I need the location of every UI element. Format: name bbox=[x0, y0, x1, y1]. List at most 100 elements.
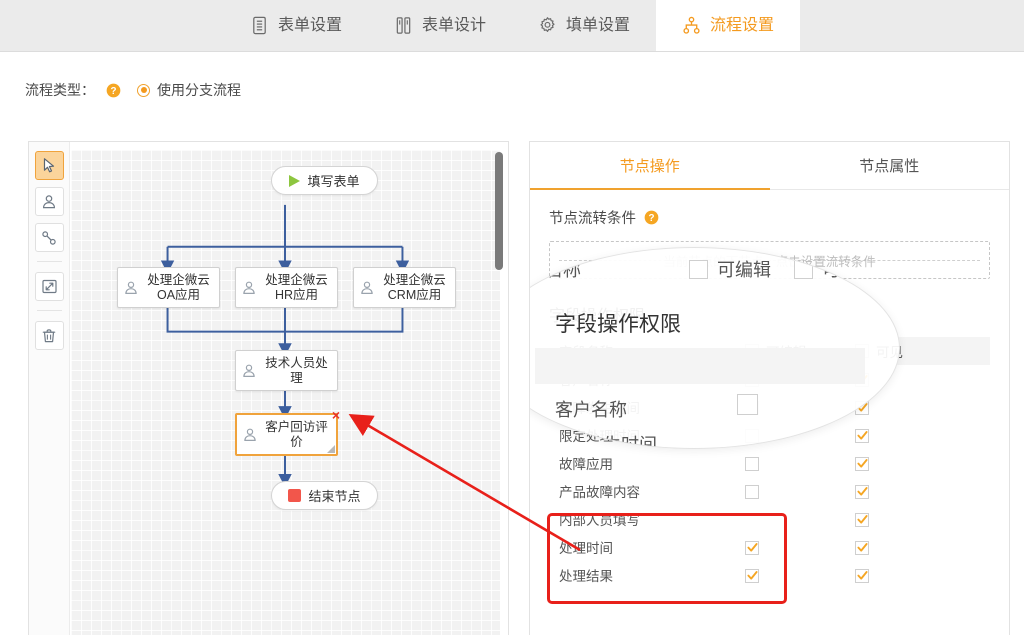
row-editable-checkbox[interactable] bbox=[745, 540, 759, 555]
gear-icon bbox=[540, 17, 555, 32]
row-field-name: 故障发生时间 bbox=[559, 401, 640, 416]
row-editable-cell bbox=[745, 477, 855, 505]
col-editable-label: 可编辑 bbox=[766, 345, 807, 360]
row-visible-checkbox[interactable] bbox=[855, 456, 869, 471]
row-field-name: 客户名称 bbox=[559, 373, 613, 388]
person-icon bbox=[243, 281, 255, 294]
flow-grid[interactable]: 填写表单 处理企微云OA应用 处理企微云HR应用 处理企微云CRM应用 bbox=[71, 150, 500, 635]
row-editable-cell bbox=[745, 561, 855, 589]
row-visible-checkbox[interactable] bbox=[855, 484, 869, 499]
permissions-title: 字段操作权限 bbox=[549, 308, 646, 325]
table-row: 处理时间 bbox=[549, 533, 990, 561]
flow-type-row: 流程类型： ? 使用分支流程 bbox=[25, 80, 241, 100]
tab-label: 节点操作 bbox=[619, 157, 680, 175]
cursor-icon bbox=[43, 158, 54, 173]
flow-node-oa[interactable]: 处理企微云OA应用 bbox=[117, 267, 220, 308]
table-row: 内部人员填写 bbox=[549, 505, 990, 533]
flow-node-hr[interactable]: 处理企微云HR应用 bbox=[235, 267, 338, 308]
tab-label: 节点属性 bbox=[859, 157, 920, 175]
row-visible-cell bbox=[855, 393, 990, 421]
flow-canvas-card: 填写表单 处理企微云OA应用 处理企微云HR应用 处理企微云CRM应用 bbox=[28, 141, 509, 635]
tab-label: 流程设置 bbox=[710, 16, 775, 34]
resize-handle[interactable] bbox=[327, 445, 335, 453]
flow-edges bbox=[160, 204, 410, 488]
row-visible-cell bbox=[855, 421, 990, 449]
row-field-name: 内部人员填写 bbox=[559, 513, 640, 528]
help-icon[interactable]: ? bbox=[644, 210, 659, 225]
person-icon bbox=[125, 281, 137, 294]
svg-text:?: ? bbox=[110, 85, 116, 96]
row-visible-checkbox[interactable] bbox=[855, 568, 869, 583]
flow-node-end[interactable]: 结束节点 bbox=[271, 481, 378, 510]
flow-node-start[interactable]: 填写表单 bbox=[271, 166, 378, 195]
row-field-name: 处理结果 bbox=[559, 569, 613, 584]
flow-type-radio[interactable] bbox=[137, 83, 150, 97]
row-editable-checkbox[interactable] bbox=[745, 428, 759, 443]
row-editable-checkbox[interactable] bbox=[745, 484, 759, 499]
row-editable-cell bbox=[745, 393, 855, 421]
row-visible-checkbox[interactable] bbox=[855, 428, 869, 443]
row-visible-checkbox[interactable] bbox=[855, 540, 869, 555]
row-editable-checkbox[interactable] bbox=[745, 372, 759, 387]
row-editable-cell bbox=[745, 533, 855, 561]
row-editable-checkbox[interactable] bbox=[745, 456, 759, 471]
svg-text:?: ? bbox=[648, 213, 654, 224]
person-icon bbox=[244, 428, 256, 441]
flow-node-crm[interactable]: 处理企微云CRM应用 bbox=[353, 267, 456, 308]
row-editable-cell bbox=[745, 365, 855, 393]
toolbar-divider bbox=[36, 310, 62, 311]
radio-dot bbox=[140, 87, 147, 93]
help-icon[interactable]: ? bbox=[106, 83, 121, 98]
tab-node-attributes[interactable]: 节点属性 bbox=[770, 142, 1010, 190]
trash-icon bbox=[42, 328, 56, 342]
condition-dropzone[interactable]: 当前节点的下节点，点击设置流转条件 bbox=[549, 241, 990, 279]
row-field-name: 产品故障内容 bbox=[559, 485, 640, 500]
fullscreen-tool[interactable] bbox=[34, 272, 64, 301]
flow-node-label: 技术人员处理 bbox=[265, 355, 328, 385]
canvas-vertical-scrollbar[interactable] bbox=[495, 152, 503, 270]
table-head: 字段名称 可编辑 bbox=[549, 337, 990, 365]
header-visible-checkbox[interactable] bbox=[855, 344, 869, 358]
user-node-tool[interactable] bbox=[34, 187, 64, 216]
row-field-name: 限定处理时间 bbox=[559, 429, 640, 444]
flow-settings-icon bbox=[683, 16, 700, 34]
tab-form-settings[interactable]: 表单设置 bbox=[224, 0, 368, 51]
flow-node-label: 客户回访评价 bbox=[265, 419, 328, 449]
col-field-name: 字段名称 bbox=[559, 345, 613, 360]
row-visible-cell bbox=[855, 533, 990, 561]
node-settings-panel: 节点操作 节点属性 节点流转条件 ? 当前节点的下节点，点击设置流转条件 字段操… bbox=[529, 141, 1010, 635]
tab-node-operation[interactable]: 节点操作 bbox=[530, 142, 770, 190]
main-tabbar: 表单设置 表单设计 填单设置 流程设置 bbox=[0, 0, 1024, 52]
form-settings-icon bbox=[253, 16, 266, 35]
select-tool[interactable] bbox=[34, 151, 64, 180]
row-visible-checkbox[interactable] bbox=[855, 372, 869, 387]
row-field-name: 故障应用 bbox=[559, 457, 613, 472]
table-body: 客户名称故障发生时间限定处理时间故障应用产品故障内容内部人员填写处理时间处理结果 bbox=[549, 365, 990, 589]
connector-tool[interactable] bbox=[34, 223, 64, 252]
row-visible-checkbox[interactable] bbox=[855, 512, 869, 527]
canvas-toolbar bbox=[29, 142, 70, 635]
row-visible-checkbox[interactable] bbox=[855, 400, 869, 415]
header-editable-checkbox[interactable] bbox=[745, 344, 759, 358]
tab-form-design[interactable]: 表单设计 bbox=[368, 0, 512, 51]
panel-tabbar: 节点操作 节点属性 bbox=[530, 142, 1009, 190]
person-icon bbox=[243, 364, 255, 377]
flow-node-visit[interactable]: 客户回访评价 × bbox=[235, 408, 340, 456]
field-permissions-table: 字段名称 可编辑 bbox=[549, 337, 990, 589]
table-row: 处理结果 bbox=[549, 561, 990, 589]
condition-section-title: 节点流转条件 ? bbox=[549, 207, 990, 228]
col-editable: 可编辑 bbox=[745, 337, 855, 365]
close-icon[interactable]: × bbox=[331, 407, 340, 423]
table-row: 故障应用 bbox=[549, 449, 990, 477]
row-visible-cell bbox=[855, 365, 990, 393]
flow-node-tech[interactable]: 技术人员处理 bbox=[235, 350, 338, 391]
condition-placeholder: 当前节点的下节点，点击设置流转条件 bbox=[663, 254, 876, 269]
tab-fill-settings[interactable]: 填单设置 bbox=[512, 0, 656, 51]
delete-tool[interactable] bbox=[34, 321, 64, 350]
tab-label: 表单设置 bbox=[277, 16, 342, 34]
col-visible: 可见 bbox=[855, 337, 990, 365]
row-editable-checkbox[interactable] bbox=[745, 400, 759, 415]
table-row: 故障发生时间 bbox=[549, 393, 990, 421]
tab-flow-settings[interactable]: 流程设置 bbox=[656, 0, 801, 51]
row-editable-checkbox[interactable] bbox=[745, 568, 759, 583]
